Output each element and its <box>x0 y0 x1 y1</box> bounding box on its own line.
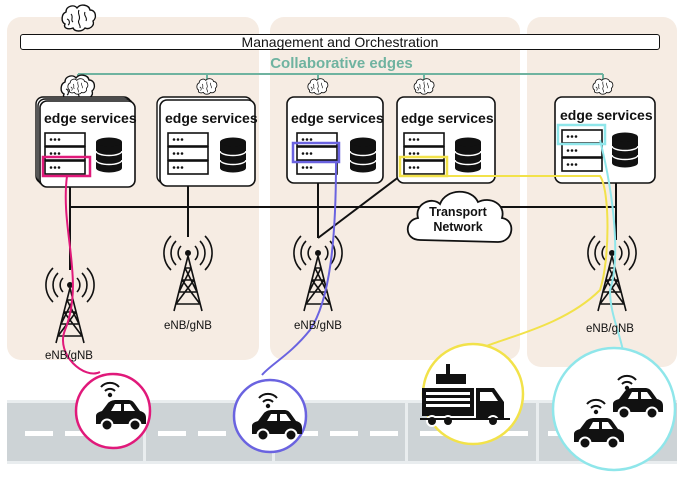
management-label: Management and Orchestration <box>241 34 439 50</box>
base-station-label: eNB/gNB <box>586 323 634 335</box>
truck-icon <box>420 364 510 427</box>
edge-node-title: edge services <box>560 107 653 123</box>
brain-icon <box>307 78 329 95</box>
antenna-tower-icon <box>45 267 95 344</box>
brain-icon <box>592 78 614 95</box>
antenna-tower-icon <box>587 235 637 312</box>
antenna-tower-icon <box>163 235 213 312</box>
base-station-label: eNB/gNB <box>45 350 93 362</box>
brain-icon <box>196 78 218 95</box>
cyan-path <box>599 139 626 371</box>
edge-node-2 <box>156 96 256 187</box>
management-bar: Management and Orchestration <box>20 34 660 50</box>
collaborative-label: Collaborative edges <box>270 55 413 72</box>
base-station-label: eNB/gNB <box>164 320 212 332</box>
edge-node-title: edge services <box>165 110 258 126</box>
edge-node-title: edge services <box>44 110 137 126</box>
edge-node-title: edge services <box>401 110 494 126</box>
antenna-tower-icon <box>293 235 343 312</box>
brain-icon <box>413 78 435 95</box>
base-station-label: eNB/gNB <box>294 320 342 332</box>
cyan-highlight <box>556 123 607 146</box>
violet-highlight <box>291 141 341 164</box>
violet-path <box>261 161 337 376</box>
cloud-icon <box>406 190 513 243</box>
edge-node-title: edge services <box>291 110 384 126</box>
edge-node-5 <box>554 96 656 184</box>
transport-network-label: Transport Network <box>429 205 487 234</box>
magenta-path <box>62 175 101 375</box>
brain-icon <box>67 78 89 95</box>
yellow-path <box>405 175 609 351</box>
